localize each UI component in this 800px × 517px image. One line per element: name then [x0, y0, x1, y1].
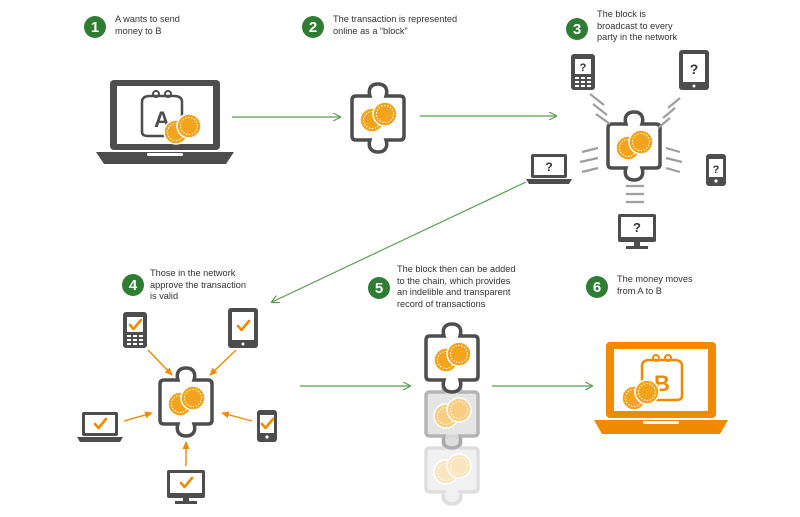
step-6: 6 The money moves from A to B — [586, 274, 693, 298]
step-2-line-1: The transaction is represented — [333, 14, 458, 24]
step-2-line-2: online as a “block” — [333, 25, 408, 36]
step-6-line-1: The money moves — [617, 274, 693, 284]
approval-arrows — [123, 349, 253, 466]
step-5-line-2: to the chain, which provides — [397, 275, 511, 286]
step-4-number: 4 — [122, 274, 144, 296]
arrow-3-to-4 — [272, 181, 527, 302]
purse-b-icon: B — [621, 354, 684, 411]
step-6-number: 6 — [586, 276, 608, 298]
unknown-label-laptop: ? — [545, 160, 552, 174]
step-6-text: The money moves from A to B — [617, 274, 693, 297]
tablet-icon: ? — [679, 50, 709, 90]
block-puzzle-icon — [350, 82, 406, 154]
unknown-label-phone: ? — [580, 62, 587, 74]
step-5-number: 5 — [368, 277, 390, 299]
step-6-line-2: from A to B — [617, 285, 662, 296]
laptop-small-icon: ? — [526, 154, 572, 184]
step-3-text: The block is broadcast to every party in… — [597, 9, 677, 44]
step-1-text: A wants to send money to B — [115, 14, 180, 37]
broadcast-waves — [579, 93, 683, 204]
unknown-label-tablet: ? — [690, 61, 699, 77]
step-1-line-2: money to B — [115, 25, 162, 36]
step-3: 3 The block is broadcast to every party … — [566, 9, 677, 44]
step-5-line-3: an indelible and transparent — [397, 287, 511, 297]
step-2-text: The transaction is represented online as… — [333, 14, 457, 37]
step-4-text: Those in the network approve the transac… — [150, 268, 246, 303]
smartphone-icon: ? — [706, 154, 726, 186]
broadcast-block-icon — [606, 110, 662, 182]
step-3-number: 3 — [566, 18, 588, 40]
phone-icon: ? — [571, 54, 595, 90]
step-1: 1 A wants to send money to B — [84, 14, 180, 38]
step-4-line-2: approve the transaction — [150, 279, 247, 290]
purse-icon: A — [140, 90, 202, 145]
step-1-number: 1 — [84, 16, 106, 38]
step-5-line-4: record of transactions — [397, 298, 486, 309]
unknown-label-monitor: ? — [633, 220, 641, 235]
monitor-approved-icon — [167, 470, 205, 504]
approval-block-icon — [158, 366, 214, 438]
step-4: 4 Those in the network approve the trans… — [122, 268, 246, 303]
chain-block-1-icon — [424, 322, 480, 394]
laptop-approved-icon — [77, 412, 123, 442]
smartphone-approved-icon — [257, 410, 277, 442]
step-4-line-3: is valid — [150, 291, 179, 301]
step-5: 5 The block then can be added to the cha… — [368, 264, 516, 310]
step-5-line-1: The block then can be added — [397, 264, 516, 274]
step-4-line-1: Those in the network — [150, 268, 236, 278]
step-3-line-1: The block is — [597, 9, 647, 19]
step-2: 2 The transaction is represented online … — [302, 14, 457, 38]
monitor-icon: ? — [618, 214, 656, 249]
step-2-number: 2 — [302, 16, 324, 38]
unknown-label-smartphone: ? — [713, 164, 720, 176]
step-3-line-2: broadcast to every — [597, 20, 673, 31]
tablet-approved-icon — [228, 308, 258, 348]
step-3-line-3: party in the network — [597, 32, 678, 42]
step-1-line-1: A wants to send — [115, 14, 180, 24]
step-5-text: The block then can be added to the chain… — [397, 264, 516, 310]
phone-approved-icon — [123, 312, 147, 348]
